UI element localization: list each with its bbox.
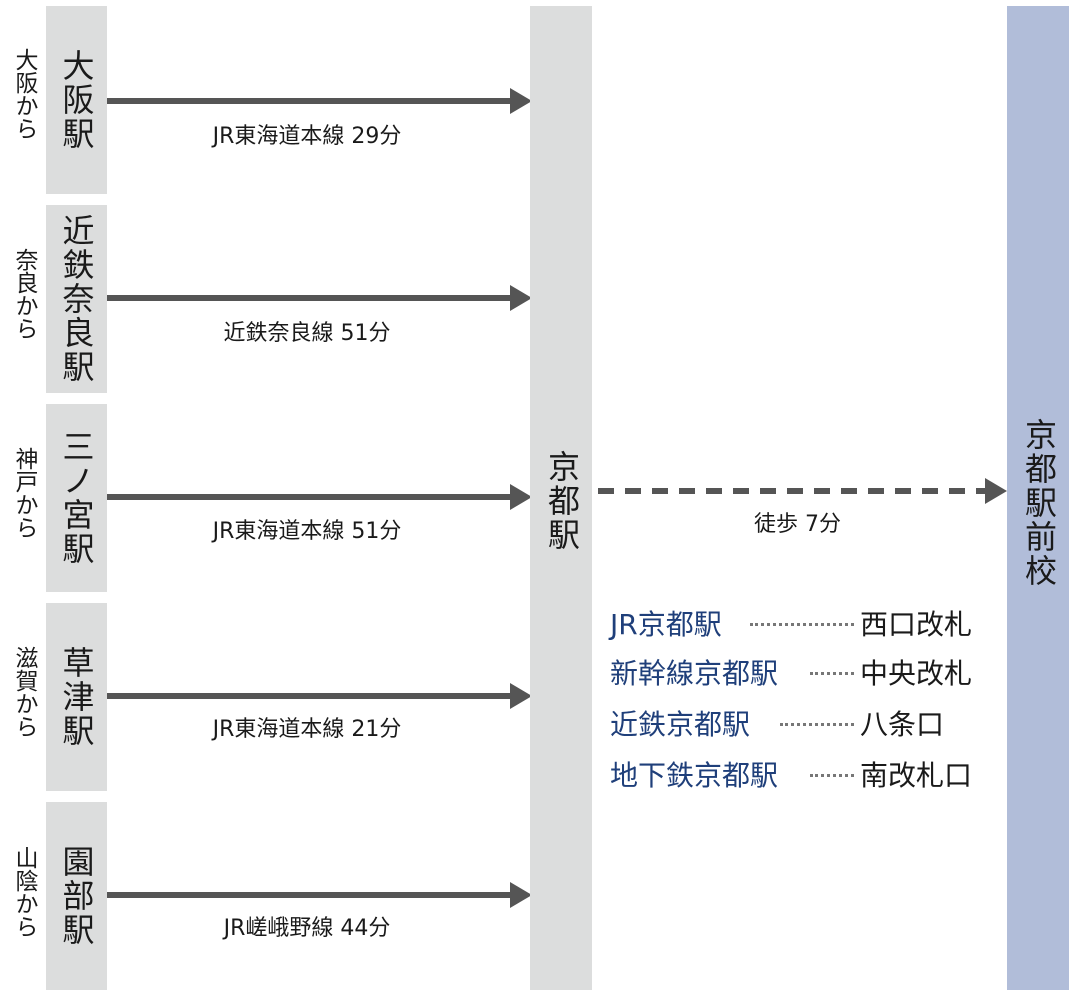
gate-leader-dots <box>750 623 854 626</box>
route-line-label: JR東海道本線 29分 <box>212 124 402 149</box>
gate-exit: 西口改札 <box>860 608 973 641</box>
region-label: 神戸から <box>11 447 37 539</box>
gate-station: 近鉄京都駅 <box>610 708 751 741</box>
origin-station-box: 草津駅 <box>46 603 107 791</box>
origin-station-box: 園部駅 <box>46 802 107 990</box>
origin-station-name: 三ノ宮駅 <box>57 430 96 566</box>
route-arrow <box>107 683 532 709</box>
origin-station-name: 園部駅 <box>57 845 96 947</box>
destination-box <box>1007 6 1069 990</box>
gate-exit: 南改札口 <box>860 759 973 792</box>
route-arrow <box>107 88 532 114</box>
route-arrow <box>107 285 532 311</box>
origin-station-box: 近鉄奈良駅 <box>46 205 107 393</box>
region-label: 山陰から <box>11 846 37 938</box>
route-arrow <box>107 484 532 510</box>
origin-station-box: 三ノ宮駅 <box>46 404 107 592</box>
route-line-label: JR東海道本線 21分 <box>212 717 402 742</box>
route-arrow <box>107 882 532 908</box>
origin-station-name: 近鉄奈良駅 <box>57 214 96 384</box>
gate-exit: 八条口 <box>860 708 945 741</box>
destination-name: 京都駅前校 <box>1020 418 1058 588</box>
region-label: 大阪から <box>11 48 37 140</box>
route-line-label: JR東海道本線 51分 <box>212 519 402 544</box>
walk-label: 徒歩 7分 <box>754 512 841 537</box>
route-line-label: JR嵯峨野線 44分 <box>223 916 391 941</box>
origin-station-box: 大阪駅 <box>46 6 107 194</box>
origin-station-name: 大阪駅 <box>57 49 96 151</box>
gate-exit: 中央改札 <box>860 657 973 690</box>
kyoto-station-box <box>530 6 592 990</box>
gate-station: 地下鉄京都駅 <box>610 759 779 792</box>
gate-station: JR京都駅 <box>610 608 722 641</box>
gate-leader-dots <box>810 774 854 777</box>
origin-station-name: 草津駅 <box>57 646 96 748</box>
gate-station: 新幹線京都駅 <box>610 657 779 690</box>
gate-leader-dots <box>810 672 854 675</box>
walk-arrow <box>598 478 1007 504</box>
region-label: 奈良から <box>11 248 37 340</box>
route-line-label: 近鉄奈良線 51分 <box>223 321 391 346</box>
gate-leader-dots <box>780 723 854 726</box>
kyoto-station-name: 京都駅 <box>543 450 581 552</box>
region-label: 滋賀から <box>11 646 37 738</box>
